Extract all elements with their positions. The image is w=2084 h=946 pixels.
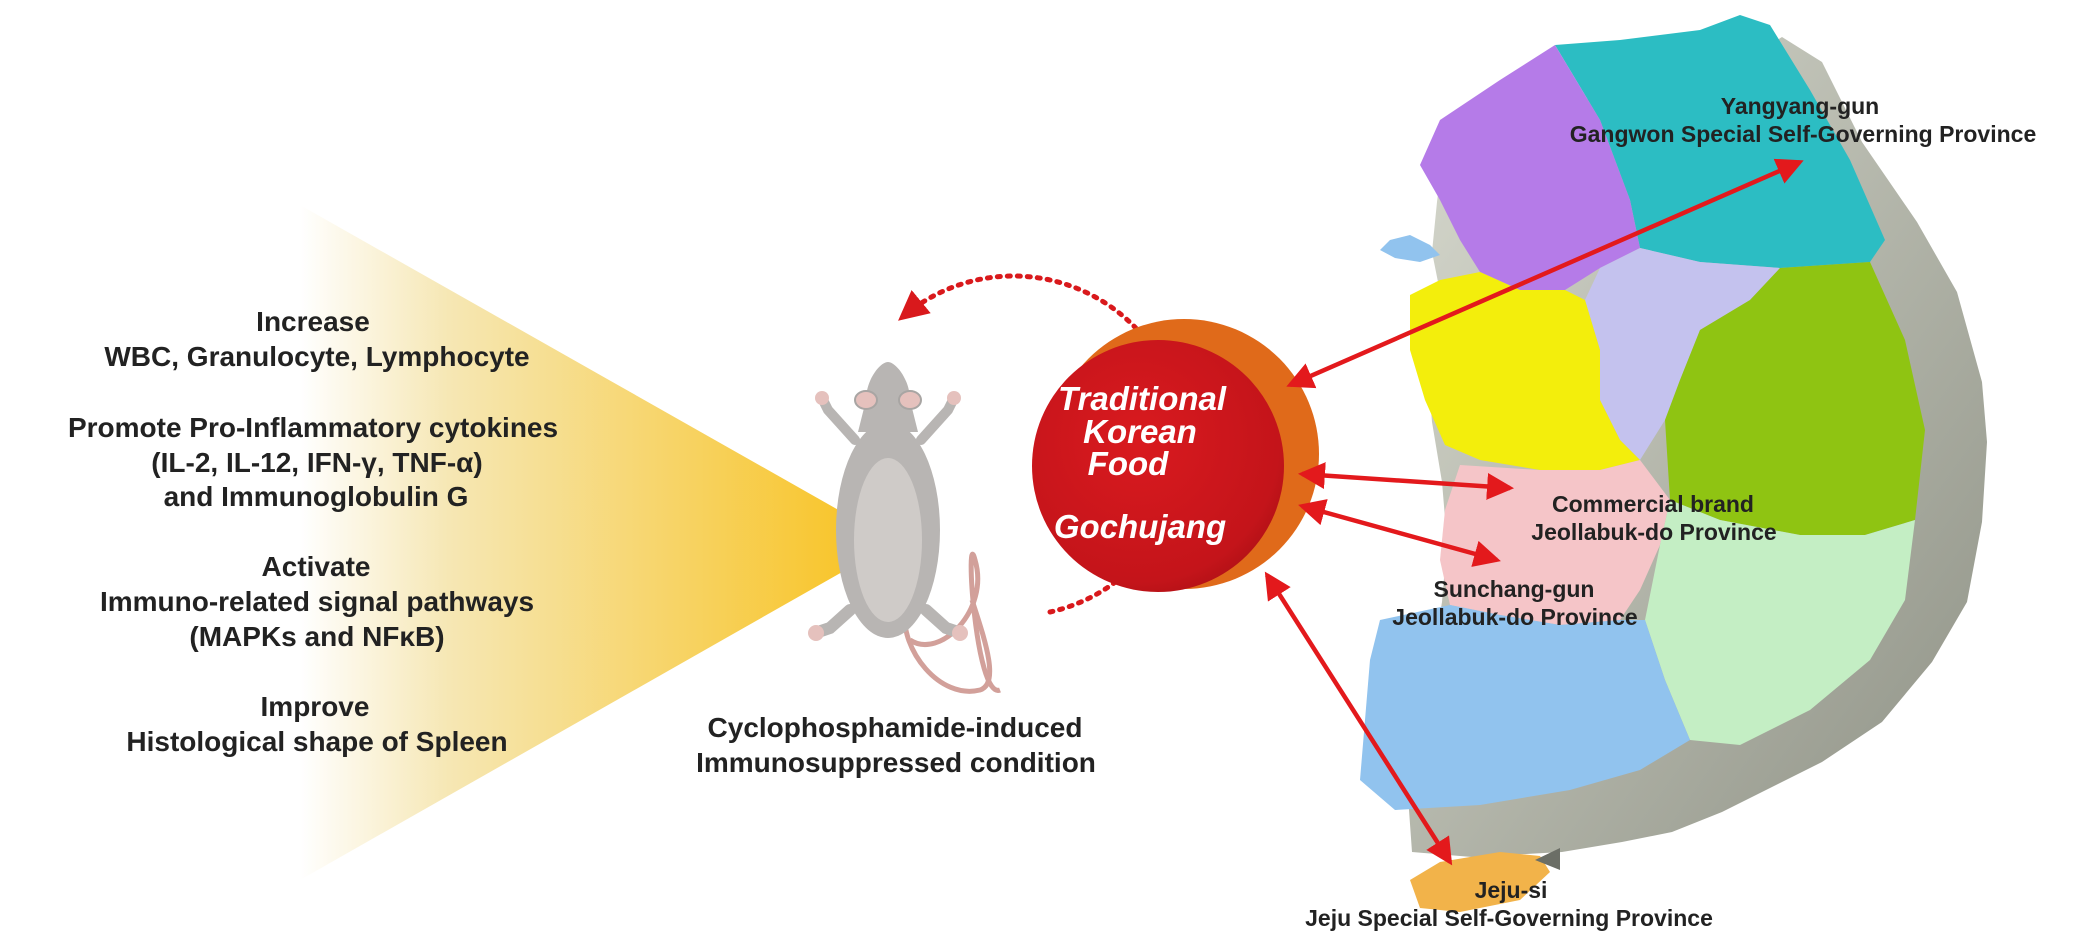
- effect-2-heading: Promote Pro-Inflammatory cytokines: [68, 412, 558, 443]
- effect-3-line-1: Immuno-related signal pathways: [100, 586, 534, 617]
- mouse-tail: [908, 552, 1001, 693]
- effect-4-heading: Improve: [261, 691, 370, 722]
- effect-4-line-1: Histological shape of Spleen: [126, 726, 507, 757]
- mouse-caption: Cyclophosphamide-induced Immunosuppresse…: [696, 712, 1096, 778]
- region-labels: Yangyang-gun Gangwon Special Self-Govern…: [1305, 93, 2036, 931]
- effect-2-line-1: (IL-2, IL-12, IFN-γ, TNF-α): [151, 447, 482, 478]
- label-commercial-province: Jeollabuk-do Province: [1531, 519, 1776, 545]
- label-yangyang-province: Gangwon Special Self-Governing Province: [1570, 121, 2037, 147]
- effect-1-heading: Increase: [256, 306, 370, 337]
- arrow-commercial: [1297, 462, 1515, 500]
- label-jeju-province: Jeju Special Self-Governing Province: [1305, 905, 1713, 931]
- arrow-sunchang: [1298, 499, 1501, 567]
- effect-2-line-2: and Immunoglobulin G: [164, 481, 469, 512]
- label-sunchang-province: Jeollabuk-do Province: [1392, 604, 1637, 630]
- region-gyeongnam: [1645, 500, 1915, 745]
- island-ganghwa: [1380, 235, 1440, 262]
- mouse-illustration: [808, 362, 1001, 694]
- effect-1-line-1: WBC, Granulocyte, Lymphocyte: [104, 341, 529, 372]
- korea-map: [1360, 15, 1987, 912]
- mouse-caption-line-1: Cyclophosphamide-induced: [708, 712, 1083, 743]
- origin-arrows: [1264, 158, 1804, 866]
- region-jeju: [1410, 852, 1550, 912]
- arrow-yangyang: [1286, 158, 1804, 389]
- label-jeju-place: Jeju-si: [1475, 877, 1548, 903]
- center-title-line-3: Food: [1088, 445, 1169, 482]
- arrow-jeju: [1264, 571, 1453, 866]
- label-yangyang-place: Yangyang-gun: [1721, 93, 1879, 119]
- gochujang-center: Traditional Korean Food Gochujang: [1032, 319, 1319, 592]
- effect-3-line-2: (MAPKs and NFκB): [189, 621, 444, 652]
- label-sunchang-place: Sunchang-gun: [1434, 576, 1595, 602]
- label-commercial-place: Commercial brand: [1552, 491, 1754, 517]
- center-title-line-2: Korean: [1083, 413, 1197, 450]
- effects-list: Increase WBC, Granulocyte, Lymphocyte Pr…: [68, 306, 558, 757]
- effect-3-heading: Activate: [262, 551, 371, 582]
- center-product: Gochujang: [1054, 508, 1226, 545]
- mouse-head: [858, 362, 918, 432]
- center-circle: [1032, 340, 1284, 592]
- mouse-caption-line-2: Immunosuppressed condition: [696, 747, 1096, 778]
- center-title-line-1: Traditional: [1058, 380, 1227, 417]
- effect-cone: [300, 205, 895, 880]
